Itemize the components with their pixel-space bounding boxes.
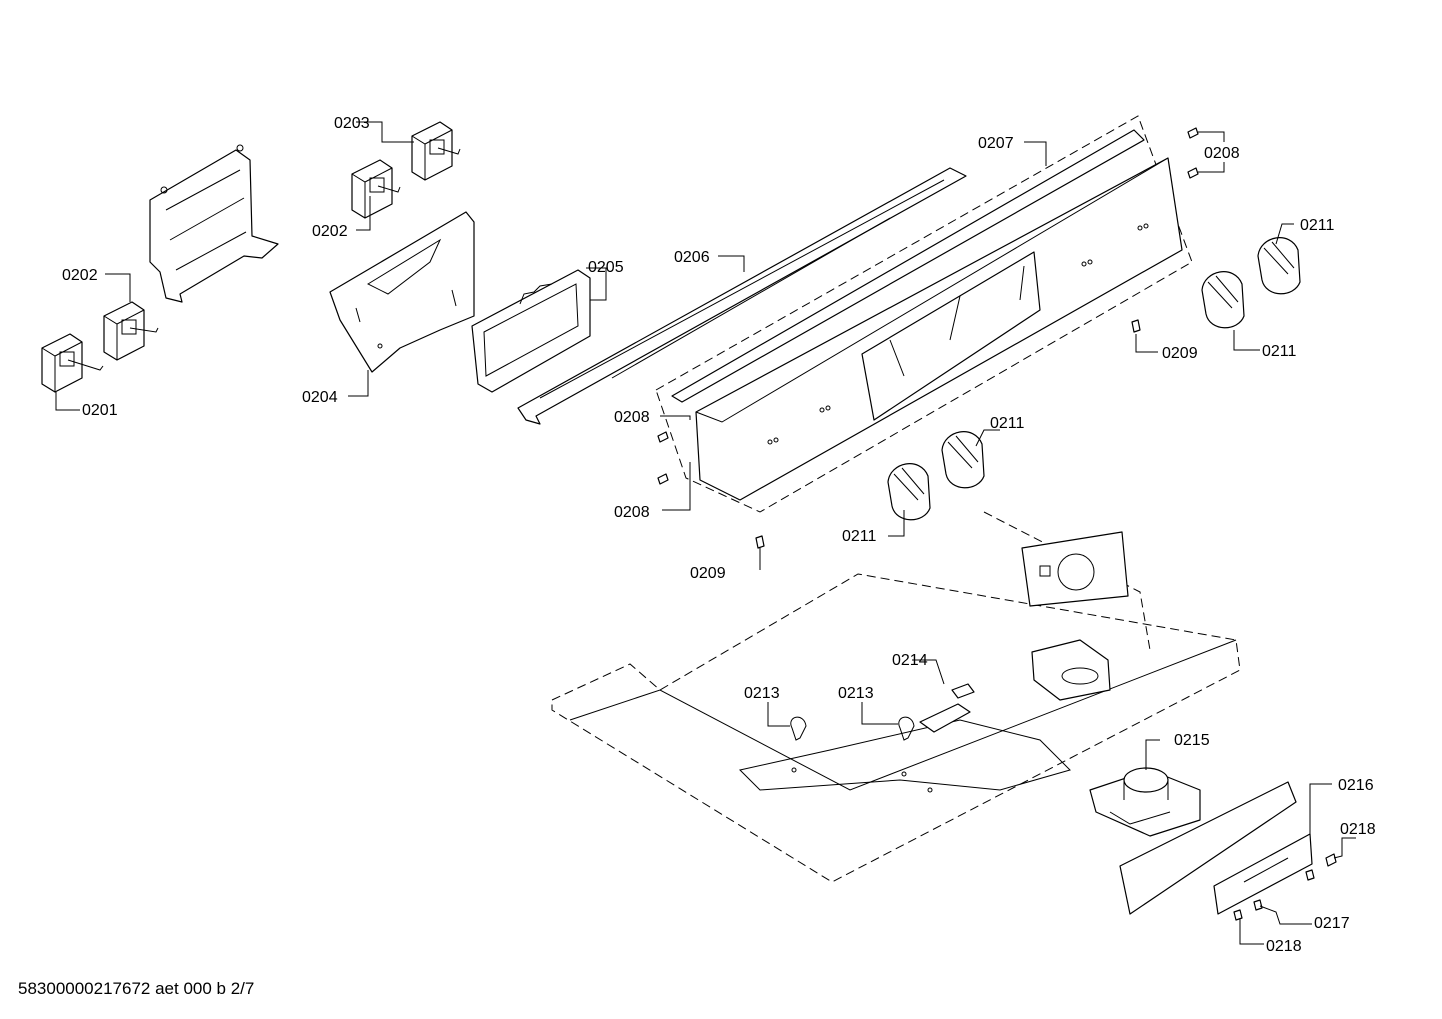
callout-0217: 0217	[1314, 915, 1350, 932]
callout-0202-left: 0202	[62, 267, 98, 284]
part-0216-trim[interactable]	[1119, 781, 1313, 915]
callout-0211-d: 0211	[842, 528, 877, 545]
callout-0206: 0206	[674, 249, 710, 266]
callout-0203: 0203	[334, 115, 370, 132]
knob-0211-a[interactable]	[1257, 237, 1301, 295]
callout-0208-left-bottom: 0208	[614, 504, 650, 521]
knob-0211-b[interactable]	[1201, 271, 1245, 329]
screw-0208-top[interactable]	[1187, 127, 1199, 179]
drawing-reference-footer: 58300000217672 aet 000 b 2/7	[18, 979, 255, 998]
screw-0217[interactable]	[1253, 869, 1315, 911]
callout-0209-left: 0209	[690, 565, 726, 582]
callout-0218-top: 0218	[1340, 821, 1376, 838]
screw-0218[interactable]	[1233, 853, 1337, 921]
part-0213-clip-a[interactable]	[790, 716, 807, 773]
callout-0218-bottom: 0218	[1266, 938, 1302, 955]
callout-0208-right: 0208	[1204, 145, 1240, 162]
callout-0202-upper: 0202	[312, 223, 348, 240]
callout-0201: 0201	[82, 402, 118, 419]
callout-0207: 0207	[978, 135, 1014, 152]
leader-lines	[55, 121, 1356, 945]
part-0207-control-panel[interactable]	[655, 115, 1193, 513]
screw-0209-left[interactable]	[755, 535, 765, 549]
callout-0211-a: 0211	[1300, 217, 1335, 234]
burner-plate	[1021, 531, 1129, 701]
part-0201-switch[interactable]	[41, 333, 104, 393]
callout-0211-c: 0211	[990, 415, 1025, 432]
part-0202-switch-upper[interactable]	[351, 159, 401, 219]
part-0214-thermostat[interactable]	[919, 683, 975, 793]
part-0203-switch[interactable]	[411, 121, 461, 181]
screw-0208-left[interactable]	[657, 431, 669, 485]
part-0202-switch-left[interactable]	[103, 301, 159, 361]
part-0213-clip-b[interactable]	[898, 716, 915, 777]
part-0206-strip[interactable]	[517, 167, 967, 425]
callout-0213-b: 0213	[838, 685, 874, 702]
mounting-bracket	[149, 144, 279, 303]
callout-0214: 0214	[892, 652, 928, 669]
callout-0209-right: 0209	[1162, 345, 1198, 362]
screw-0209-right[interactable]	[1131, 319, 1141, 333]
knob-0211-c[interactable]	[941, 431, 985, 489]
knob-0211-d[interactable]	[887, 463, 931, 521]
part-0205-display-frame[interactable]	[471, 269, 591, 393]
part-0204-plate[interactable]	[329, 211, 475, 373]
base-frame	[551, 511, 1241, 883]
part-0215-module[interactable]	[1089, 767, 1201, 837]
callout-0215: 0215	[1174, 732, 1210, 749]
callout-0208-left-top: 0208	[614, 409, 650, 426]
callout-0216: 0216	[1338, 777, 1374, 794]
callout-0204: 0204	[302, 389, 338, 406]
callout-0213-a: 0213	[744, 685, 780, 702]
callout-0211-b: 0211	[1262, 343, 1297, 360]
callout-0205: 0205	[588, 259, 624, 276]
